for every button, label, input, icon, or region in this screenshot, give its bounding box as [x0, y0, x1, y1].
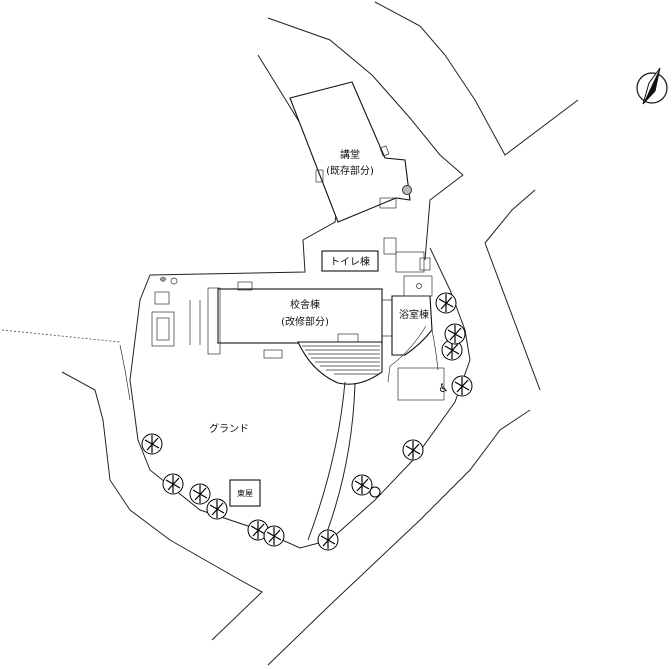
auditorium-note: (既存部分): [326, 164, 374, 177]
tree: [162, 473, 184, 495]
tree: [435, 292, 457, 314]
tree: [451, 375, 473, 397]
bath-building: [387, 257, 445, 401]
toilet-label: トイレ棟: [330, 255, 370, 268]
tree: [444, 323, 466, 345]
gazebo: [229, 479, 261, 507]
walkway: [307, 381, 356, 546]
tree: [263, 525, 285, 547]
bath-label: 浴室棟: [399, 308, 429, 321]
tree: [351, 474, 373, 496]
road-lines: [1, 1, 579, 666]
school-label: 校舎棟: [290, 298, 320, 311]
terrace-steps: [297, 341, 383, 385]
school-note: (改修部分): [281, 315, 329, 328]
gazebo-label: 東屋: [237, 488, 253, 498]
shrub: [369, 486, 381, 498]
ground-label: グランド: [209, 422, 249, 435]
toilet-building: [321, 237, 425, 273]
tree: [206, 498, 228, 520]
auditorium-label: 講堂: [340, 148, 360, 161]
school-building: [207, 281, 393, 359]
tree: [402, 439, 424, 461]
trees: [141, 292, 473, 551]
tree: [189, 483, 211, 505]
north-arrow-icon: [636, 67, 668, 105]
tree: [141, 433, 163, 455]
site-boundary: [129, 54, 471, 549]
west-structures: [151, 276, 201, 347]
auditorium-building: [289, 81, 412, 223]
tree: [441, 339, 463, 361]
tree: [247, 519, 269, 541]
tree: [317, 529, 339, 551]
accessible-icon: ♿: [438, 381, 449, 395]
